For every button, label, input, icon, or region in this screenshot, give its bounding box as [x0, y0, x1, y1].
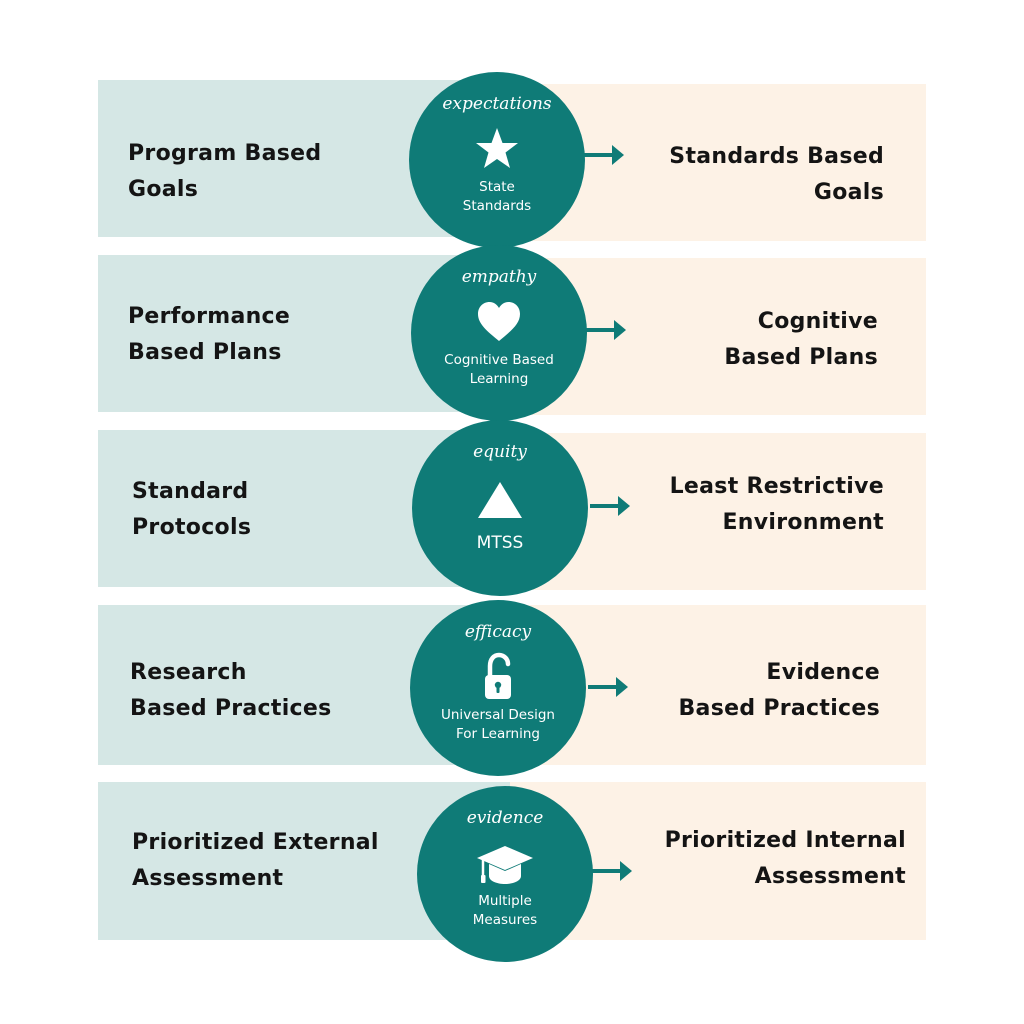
- theme-label: efficacy: [464, 622, 532, 642]
- arrow-icon: [586, 318, 636, 342]
- theme-label: equity: [473, 442, 527, 462]
- unlocked-padlock-icon: [468, 648, 528, 708]
- theme-label: expectations: [442, 94, 552, 114]
- theme-label: evidence: [466, 808, 544, 828]
- theme-circle: equity MTSS: [412, 420, 588, 596]
- arrow-icon: [592, 859, 642, 883]
- arrow-icon: [590, 494, 640, 518]
- heart-icon: [469, 293, 529, 353]
- triangle-icon: [470, 468, 530, 528]
- graduation-cap-icon: [475, 834, 535, 894]
- arrow-icon: [584, 143, 634, 167]
- theme-label: empathy: [461, 267, 537, 287]
- theme-caption: MTSS: [476, 533, 524, 553]
- arrow-icon: [588, 675, 638, 699]
- star-icon: [467, 120, 527, 180]
